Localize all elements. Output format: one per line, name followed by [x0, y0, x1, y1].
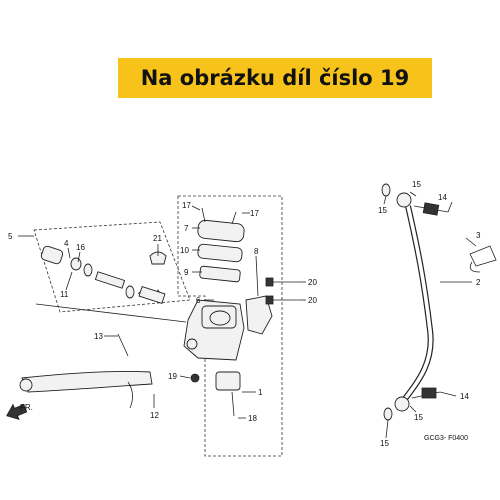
callout-15-lower-left: 15: [380, 439, 389, 448]
front-direction-arrow: FR.: [6, 403, 33, 421]
banjo-lower: [394, 396, 410, 412]
diaphragm: [199, 265, 241, 283]
callout-20-lower: 20: [308, 296, 317, 305]
callout-2: 2: [476, 278, 481, 287]
hose-clamp: [469, 245, 497, 273]
bolts-20: [265, 277, 300, 305]
reservoir-cap-kit-box: [177, 195, 283, 457]
washer-upper: [381, 183, 391, 197]
pivot-bolt-13: [117, 333, 129, 357]
cap-21: [149, 251, 167, 265]
callout-17-right: 17: [250, 209, 259, 218]
callout-1: 1: [258, 388, 263, 397]
callout-20-upper: 20: [308, 278, 317, 287]
master-cylinder-kit-box: [33, 221, 191, 313]
callout-14-lower: 14: [460, 392, 469, 401]
callout-15-upper-left: 15: [378, 206, 387, 215]
screw-18: [231, 391, 235, 417]
pivot-bolt-19: [190, 373, 200, 383]
callout-16: 16: [76, 243, 85, 252]
callout-3: 3: [476, 231, 481, 240]
callout-17-left: 17: [182, 201, 191, 210]
master-cylinder-body: [183, 299, 245, 361]
callout-15-lower-right: 15: [414, 413, 423, 422]
brake-switch: [215, 371, 241, 391]
callout-6: 6: [196, 296, 201, 305]
callout-9: 9: [184, 268, 189, 277]
set-plate: [197, 243, 243, 263]
callout-18: 18: [248, 414, 257, 423]
callout-4: 4: [64, 239, 69, 248]
callout-21: 21: [153, 234, 162, 243]
callout-7: 7: [184, 224, 189, 233]
master-cylinder-holder: [245, 295, 273, 335]
callout-8: 8: [254, 247, 259, 256]
reservoir-cap: [197, 219, 245, 243]
part-number-banner: Na obrázku díl číslo 19: [118, 58, 432, 98]
callout-15-upper-right: 15: [412, 180, 421, 189]
svg-text:FR.: FR.: [20, 403, 33, 412]
leader-lines: [18, 191, 477, 439]
callout-12: 12: [150, 411, 159, 420]
callout-19: 19: [168, 372, 177, 381]
callout-10: 10: [180, 246, 189, 255]
callout-5: 5: [8, 232, 13, 241]
banjo-upper: [396, 192, 412, 208]
piston-assembly: [40, 245, 166, 305]
callout-11: 11: [60, 290, 69, 299]
diagram-code: GCG3- F0400: [424, 435, 468, 442]
callout-13: 13: [94, 332, 103, 341]
washer-lower: [383, 407, 393, 421]
brake-lever: [21, 371, 153, 393]
callout-14-upper: 14: [438, 193, 447, 202]
